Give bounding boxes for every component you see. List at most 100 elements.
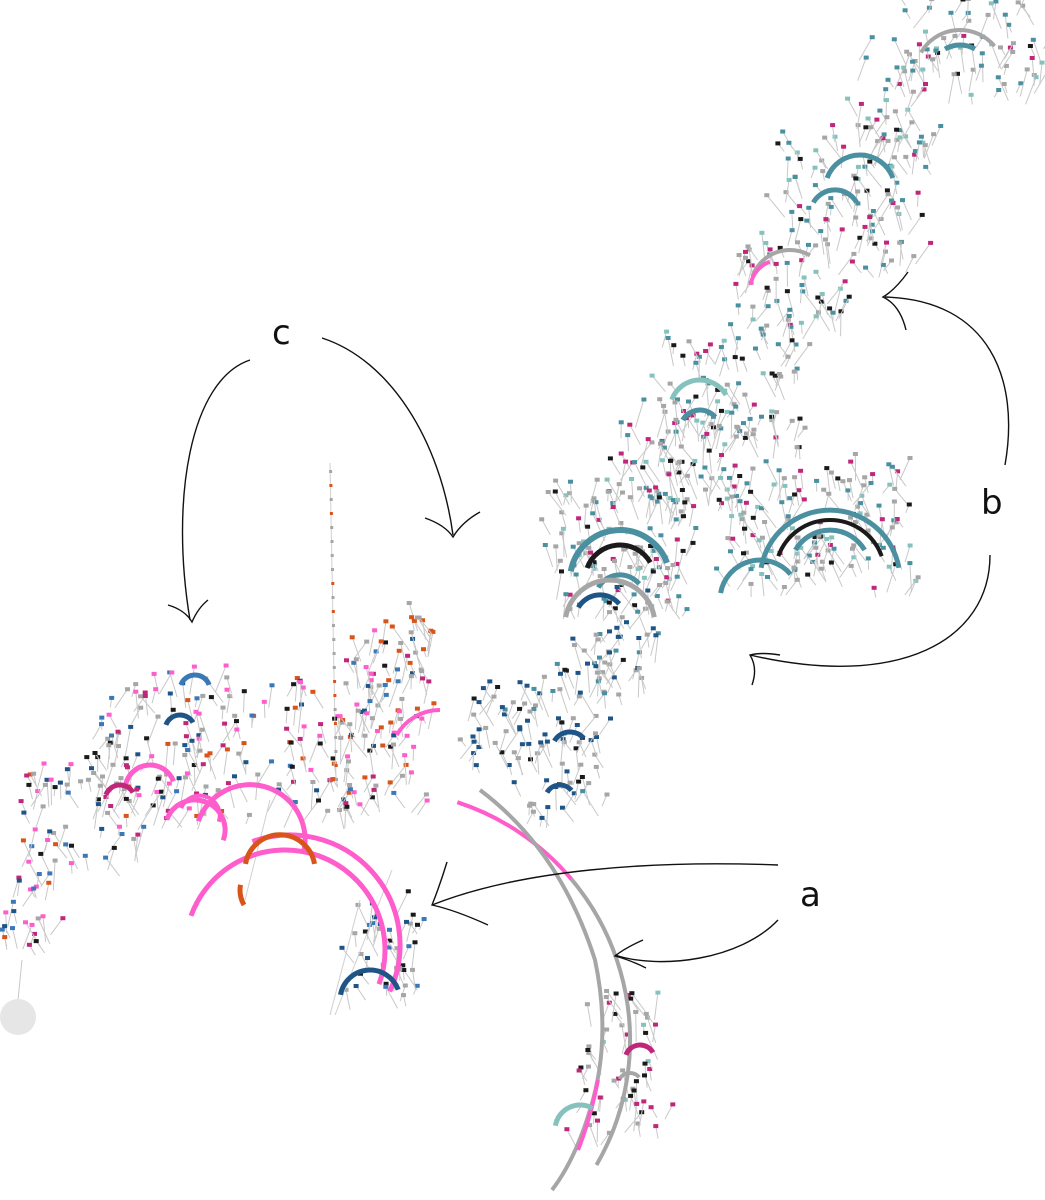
tree-leaf bbox=[591, 496, 597, 501]
tree-branch bbox=[369, 750, 375, 780]
tree-leaf bbox=[769, 418, 775, 423]
tree-branch bbox=[191, 740, 199, 770]
tree-leaf bbox=[560, 526, 566, 531]
tree-leaf bbox=[657, 397, 663, 402]
tree-leaf bbox=[53, 842, 59, 847]
tree-leaf bbox=[594, 670, 600, 675]
tree-leaf bbox=[597, 632, 603, 636]
tree-leaf bbox=[789, 526, 795, 531]
tree-branch bbox=[504, 714, 516, 734]
tree-branch bbox=[834, 288, 841, 312]
tree-branch bbox=[97, 796, 107, 812]
tree-branch bbox=[678, 511, 682, 526]
tree-branch bbox=[355, 985, 367, 1001]
tree-branch bbox=[905, 255, 915, 273]
tree-leaf bbox=[105, 810, 111, 815]
tree-leaf bbox=[724, 409, 730, 414]
tree-leaf bbox=[812, 165, 818, 170]
tree-leaf bbox=[585, 524, 591, 529]
tree-branch bbox=[729, 383, 740, 406]
tree-leaf bbox=[196, 736, 202, 741]
tree-leaf bbox=[850, 546, 855, 551]
tree-branch bbox=[711, 425, 720, 450]
tree-leaf bbox=[347, 722, 353, 727]
tree-branch bbox=[483, 687, 495, 702]
tree-leaf bbox=[769, 371, 775, 376]
tree-leaf bbox=[615, 634, 621, 639]
tree-leaf bbox=[476, 727, 482, 732]
tree-leaf bbox=[343, 987, 349, 992]
tree-leaf bbox=[810, 559, 816, 564]
tree-leaf bbox=[960, 0, 966, 2]
tree-leaf bbox=[678, 444, 684, 449]
tree-branch bbox=[661, 331, 668, 348]
tree-arc bbox=[122, 762, 176, 787]
tree-leaf bbox=[868, 481, 874, 485]
tree-arc bbox=[594, 1074, 630, 1167]
tree-leaf bbox=[185, 748, 191, 752]
tree-leaf bbox=[737, 474, 743, 478]
tree-leaf bbox=[191, 763, 197, 767]
tree-leaf bbox=[596, 676, 602, 681]
tree-leaf bbox=[614, 585, 620, 589]
tree-branch bbox=[1022, 5, 1035, 26]
tree-branch bbox=[761, 573, 765, 597]
tree-leaf bbox=[880, 545, 886, 550]
tree-branch bbox=[415, 652, 424, 670]
tree-branch bbox=[786, 158, 789, 178]
tree-leaf bbox=[727, 475, 732, 480]
tree-branch bbox=[634, 461, 648, 488]
tree-leaf bbox=[530, 809, 536, 814]
tree-leaf bbox=[742, 435, 748, 440]
tree-leaf bbox=[851, 251, 857, 256]
tree-leaf bbox=[585, 1064, 591, 1069]
tree-leaf bbox=[624, 1032, 630, 1037]
tree-branch bbox=[766, 194, 786, 218]
tree-leaf bbox=[775, 141, 781, 146]
tree-leaf bbox=[828, 470, 834, 475]
tree-leaf bbox=[52, 785, 58, 790]
tree-branch bbox=[702, 436, 705, 466]
tree-branch bbox=[768, 484, 775, 502]
tree-leaf bbox=[568, 479, 573, 484]
tree-leaf bbox=[731, 402, 737, 407]
tree-branch bbox=[1033, 74, 1045, 94]
tree-leaf bbox=[650, 626, 656, 631]
tree-leaf bbox=[612, 1011, 618, 1016]
tree-leaf bbox=[200, 762, 206, 767]
tree-leaf bbox=[576, 516, 582, 521]
tree-branch bbox=[645, 461, 661, 483]
tree-leaf bbox=[82, 853, 88, 858]
tree-leaf bbox=[734, 493, 740, 498]
tree-leaf bbox=[821, 487, 827, 492]
tree-leaf bbox=[106, 743, 112, 748]
tree-branch bbox=[688, 341, 702, 363]
tree-leaf bbox=[665, 566, 671, 571]
tree-leaf bbox=[154, 790, 160, 794]
tree-leaf bbox=[871, 585, 877, 590]
tree-branch bbox=[640, 438, 649, 467]
tree-leaf bbox=[332, 624, 335, 627]
tree-leaf bbox=[1006, 22, 1012, 27]
tree-leaf bbox=[208, 695, 214, 700]
tree-leaf bbox=[604, 477, 610, 482]
tree-leaf bbox=[183, 734, 189, 739]
tree-branch bbox=[645, 496, 651, 518]
tree-leaf bbox=[778, 374, 784, 379]
tree-leaf bbox=[480, 686, 486, 691]
tree-branch bbox=[698, 413, 710, 437]
tree-branch bbox=[632, 652, 640, 680]
tree-branch bbox=[222, 720, 237, 743]
tree-leaf bbox=[383, 984, 389, 989]
tree-leaf bbox=[789, 209, 795, 214]
tree-branch bbox=[354, 933, 357, 948]
tree-branch bbox=[345, 761, 349, 786]
tree-branch bbox=[1031, 57, 1035, 83]
tree-branch bbox=[223, 749, 228, 775]
tree-branch bbox=[302, 758, 307, 773]
tree-leaf bbox=[843, 298, 849, 303]
tree-leaf bbox=[32, 827, 38, 832]
tree-leaf bbox=[517, 680, 523, 685]
tree-leaf bbox=[1015, 0, 1021, 5]
tree-leaf bbox=[153, 687, 159, 692]
